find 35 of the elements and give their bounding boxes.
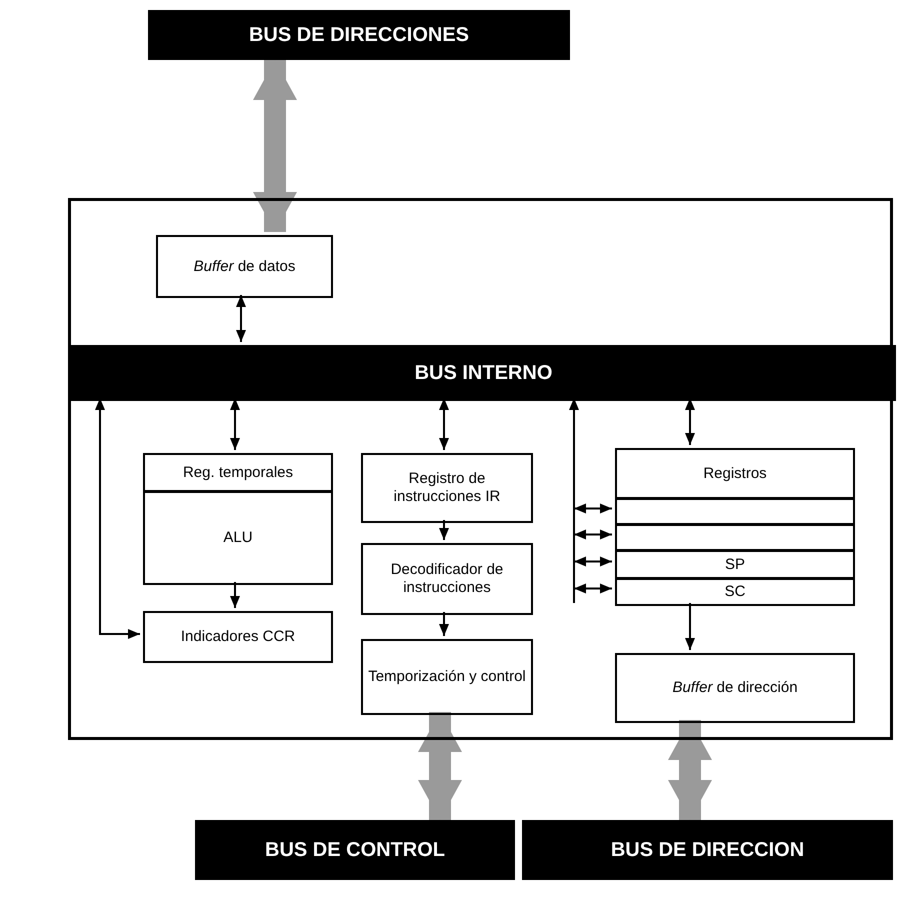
bus-arrow (253, 60, 297, 232)
bus-band: BUS DE CONTROL (195, 820, 515, 880)
arrow (574, 530, 612, 540)
alu-box: ALU (143, 490, 333, 585)
register-row (615, 497, 855, 526)
bus-band: BUS INTERNO (71, 345, 896, 401)
arrow (685, 398, 695, 445)
buffer-box: Buffer de datos (156, 235, 333, 298)
register-box: Reg. temporales (143, 453, 333, 493)
arrow (574, 556, 612, 566)
register-box: Registro de instrucciones IR (361, 453, 533, 523)
bus-arrow (668, 720, 712, 820)
processor-outline (68, 198, 893, 740)
decoder-box: Decodificador de instrucciones (361, 543, 533, 615)
arrow (439, 612, 449, 636)
bus-band: BUS DE DIRECCION (522, 820, 893, 880)
arrow (569, 398, 579, 603)
buffer-box: Buffer de dirección (615, 653, 855, 723)
arrow (439, 398, 449, 450)
arrow (574, 584, 612, 594)
arrow (574, 504, 612, 514)
arrow (439, 520, 449, 540)
flags-box: Indicadores CCR (143, 611, 333, 663)
register-box: Registros (615, 448, 855, 500)
arrow (95, 398, 140, 639)
register-row: SP (615, 549, 855, 580)
register-row (615, 523, 855, 552)
arrow (230, 398, 240, 450)
bus-band: BUS DE DIRECCIONES (148, 10, 570, 60)
arrow (230, 582, 240, 608)
control-box: Temporización y control (361, 639, 533, 715)
arrow (236, 295, 246, 342)
bus-arrow (418, 712, 462, 820)
register-row: SC (615, 577, 855, 606)
arrow (685, 603, 695, 650)
